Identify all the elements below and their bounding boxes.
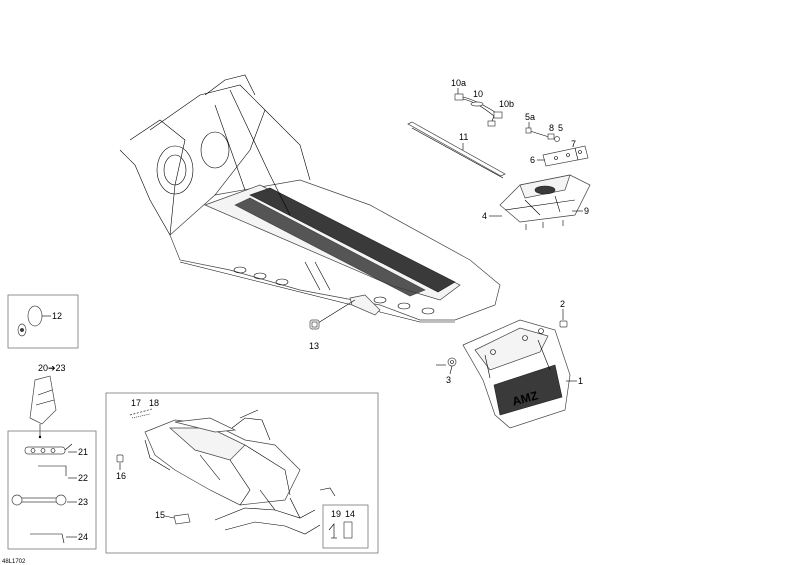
- callout-5: 5: [558, 123, 563, 133]
- inset-box-12: [7, 294, 79, 349]
- part-12-decal: [17, 305, 43, 337]
- callout-21: 21: [78, 447, 88, 457]
- callout-5a: 5a: [525, 112, 535, 122]
- callout-14: 14: [345, 509, 355, 519]
- callout-13: 13: [309, 341, 319, 351]
- callout-1: 1: [578, 376, 583, 386]
- flap-logo: AMZ: [511, 388, 540, 408]
- callout-9: 9: [584, 206, 589, 216]
- leader-15: [164, 515, 175, 519]
- callout-15: 15: [155, 510, 165, 520]
- callout-4: 4: [482, 211, 487, 221]
- snowmobile-illustration: [144, 409, 336, 535]
- callout-11: 11: [459, 132, 468, 142]
- part-16-clip: [116, 454, 124, 463]
- callout-12: 12: [52, 311, 62, 321]
- callout-23: 23: [78, 497, 88, 507]
- callout-19: 19: [331, 509, 341, 519]
- part-13-nut: [309, 299, 356, 330]
- part-17-18-screws: [129, 408, 153, 419]
- callout-6: 6: [530, 155, 535, 165]
- leader-dot: [38, 435, 42, 439]
- callout-16: 16: [116, 471, 126, 481]
- callout-2: 2: [560, 299, 565, 309]
- leader-3: [449, 365, 453, 375]
- callout-10: 10: [473, 89, 483, 99]
- part-4-taillight-housing: [499, 174, 591, 230]
- callout-22: 22: [78, 473, 88, 483]
- part-1-rear-flap: AMZ: [462, 319, 571, 429]
- part-15-plate: [173, 513, 191, 525]
- part-6-bracket: [542, 145, 589, 167]
- part-23-wrench: [11, 494, 67, 506]
- part-5-taillight-harness: [525, 127, 560, 142]
- callout-18: 18: [149, 398, 159, 408]
- part-11-rail-strip: [407, 121, 506, 179]
- chassis-frame: [119, 74, 501, 323]
- callout-8: 8: [549, 123, 554, 133]
- callout-20-23: 20➔23: [38, 363, 66, 373]
- part-2-rivet: [559, 320, 568, 328]
- part-21-spark-plug-tool: [24, 443, 73, 455]
- part-3-washer: [447, 357, 457, 367]
- drawing-code: 48L1702: [2, 559, 26, 565]
- callout-10b: 10b: [499, 99, 514, 109]
- callout-24: 24: [78, 532, 88, 542]
- part-24-screwdriver: [30, 533, 65, 544]
- part-10-wiring-harness: [454, 93, 503, 127]
- inset-box-19-14: [322, 504, 369, 549]
- inset-box-snowmobile: [105, 392, 379, 554]
- part-19-14-labels: [328, 521, 353, 539]
- callout-10a: 10a: [451, 78, 466, 88]
- callout-7: 7: [571, 139, 576, 149]
- part-7-screw: [574, 147, 579, 161]
- inset-box-tools: [7, 430, 97, 550]
- part-22-hex-key: [38, 465, 67, 476]
- callout-17: 17: [131, 398, 141, 408]
- tool-pouch: [29, 375, 57, 425]
- callout-3: 3: [446, 375, 451, 385]
